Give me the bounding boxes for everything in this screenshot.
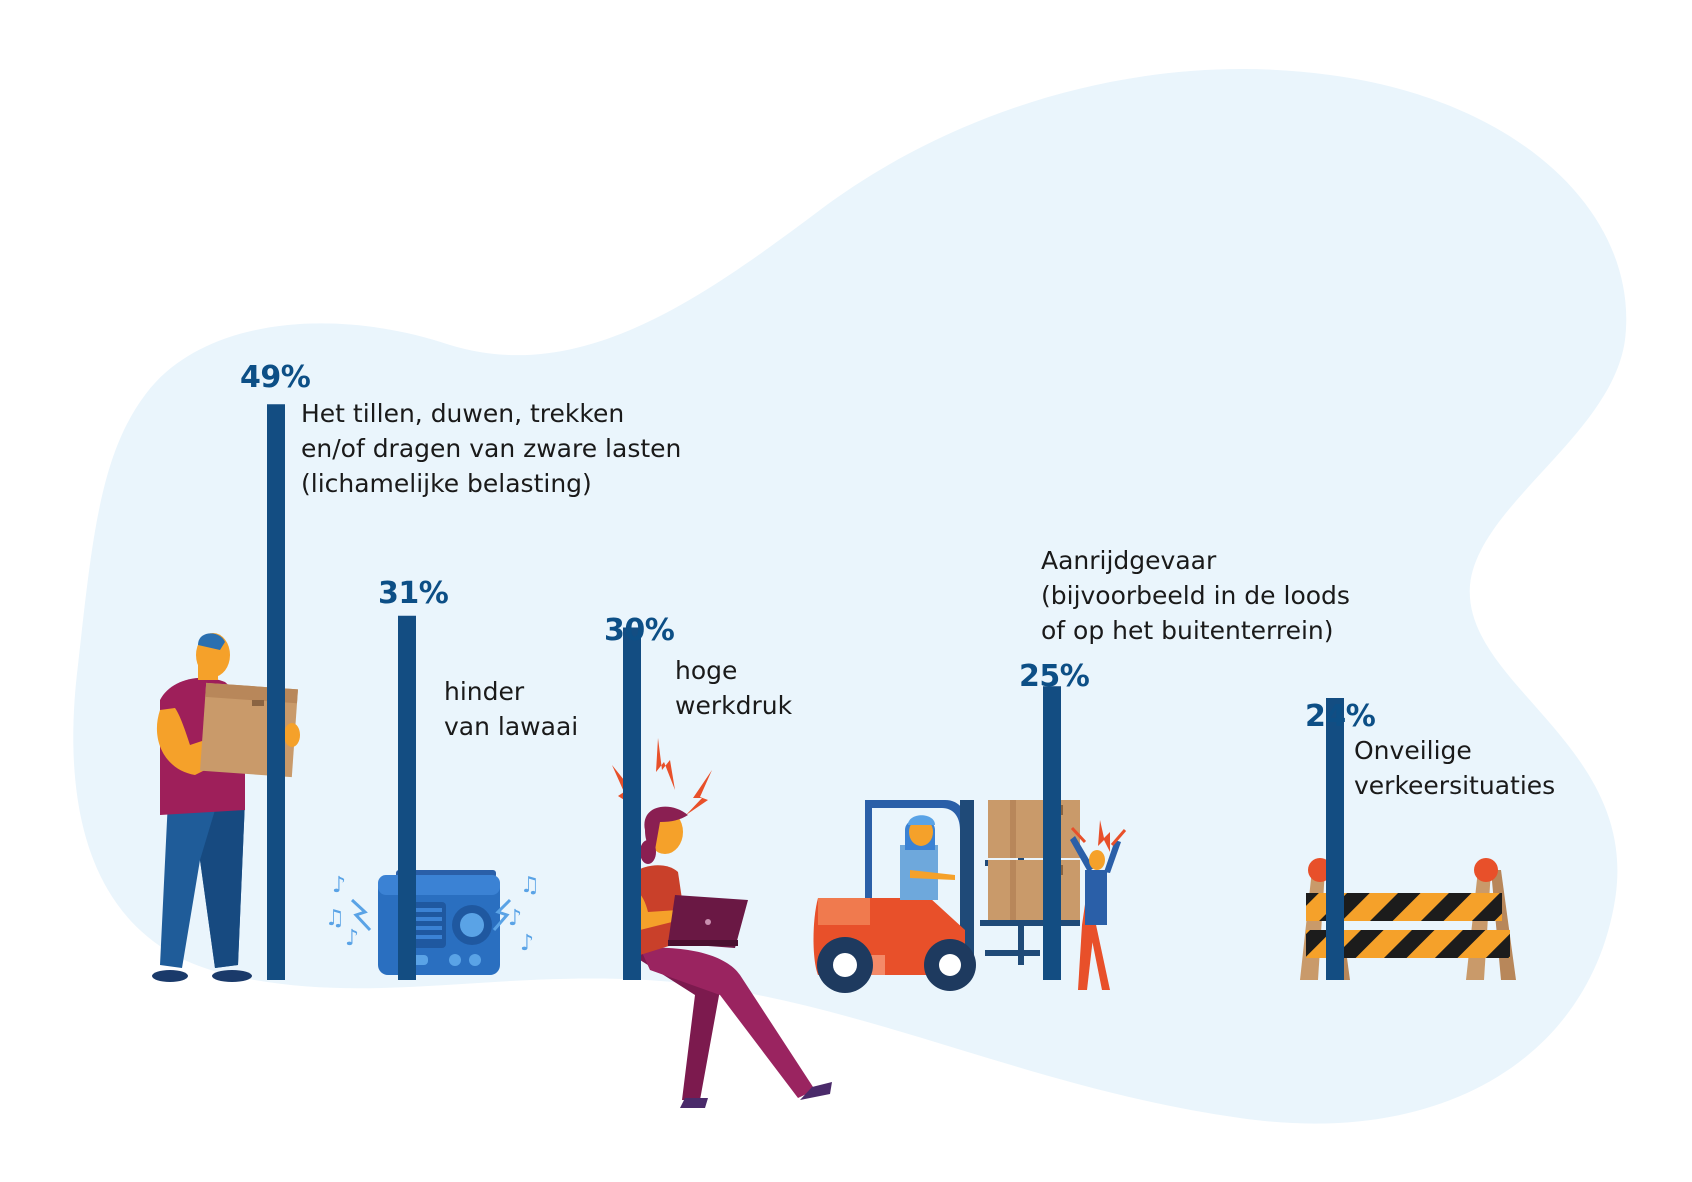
category-label-line: of op het buitenterrein) xyxy=(1041,616,1334,645)
svg-text:♫: ♫ xyxy=(325,906,345,931)
category-label-line: Het tillen, duwen, trekken xyxy=(301,399,625,428)
category-label: Onveilige verkeersituaties xyxy=(1354,733,1555,803)
category-label-line: (bijvoorbeeld in de loods xyxy=(1041,581,1350,610)
category-label-line: van lawaai xyxy=(444,712,579,741)
stressed-woman-laptop-icon xyxy=(612,738,832,1108)
category-label-line: en/of dragen van zware lasten xyxy=(301,434,682,463)
category-label: hinder van lawaai xyxy=(444,674,578,744)
value-label: 30% xyxy=(604,613,675,648)
value-label: 31% xyxy=(378,576,449,611)
category-label-line: hinder xyxy=(444,677,525,706)
category-label-line: verkeersituaties xyxy=(1354,771,1556,800)
category-label: Aanrijdgevaar (bijvoorbeeld in de loods … xyxy=(1041,543,1350,648)
bar-5 xyxy=(1326,698,1344,980)
bar-4 xyxy=(1043,686,1061,980)
svg-text:♪: ♪ xyxy=(508,906,522,931)
value-label: 25% xyxy=(1019,659,1090,694)
background-blob xyxy=(73,69,1627,1124)
category-label: hoge werkdruk xyxy=(675,653,792,723)
value-label: 49% xyxy=(240,360,311,395)
bar-2 xyxy=(398,615,416,980)
forklift-icon xyxy=(813,800,1127,993)
category-label-line: (lichamelijke belasting) xyxy=(301,469,592,498)
value-label: 24% xyxy=(1305,699,1376,734)
svg-text:♫: ♫ xyxy=(520,873,540,898)
svg-text:♪: ♪ xyxy=(345,926,359,951)
category-label-line: werkdruk xyxy=(675,691,793,720)
bar-3 xyxy=(623,627,641,980)
category-label-line: Onveilige xyxy=(1354,736,1472,765)
category-label: Het tillen, duwen, trekken en/of dragen … xyxy=(301,396,681,501)
category-label-line: Aanrijdgevaar xyxy=(1041,546,1217,575)
svg-text:♪: ♪ xyxy=(520,931,534,956)
category-label-line: hoge xyxy=(675,656,738,685)
svg-text:♪: ♪ xyxy=(332,873,346,898)
bars-layer xyxy=(267,404,1344,980)
bar-1 xyxy=(267,404,285,980)
